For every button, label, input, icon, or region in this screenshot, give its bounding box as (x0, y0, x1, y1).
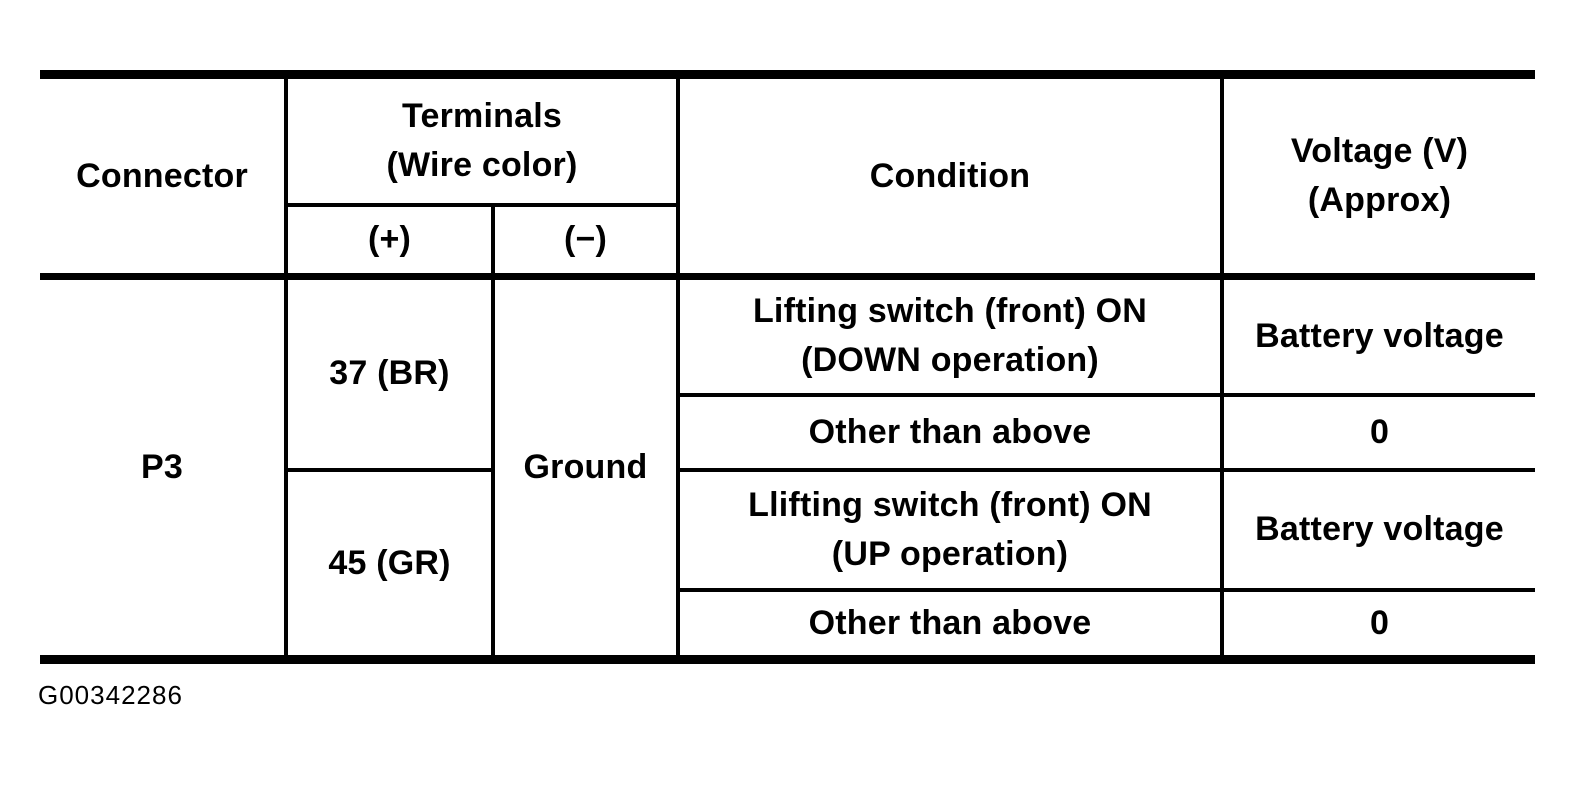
cell-voltage-4: 0 (1220, 587, 1535, 664)
header-row-1: Connector Terminals (Wire color) Conditi… (40, 70, 1535, 280)
table-row: 45 (GR) Llifting switch (front) ON (UP o… (40, 467, 1535, 664)
cell-voltage-3: Battery voltage (1220, 467, 1535, 592)
cell-condition-1: Lifting switch (front) ON (DOWN operatio… (676, 274, 1224, 397)
cell-terminal-plus-45: 45 (GR) (284, 467, 495, 664)
cell-voltage-2: 0 (1220, 392, 1535, 472)
table-row: Other than above 0 (40, 392, 1535, 472)
header-voltage: Voltage (V) (Approx) (1220, 70, 1535, 280)
header-terminals: Terminals (Wire color) (284, 70, 680, 207)
cell-condition-2: Other than above (676, 392, 1224, 472)
cell-voltage-1: Battery voltage (1220, 274, 1535, 397)
header-terminal-minus: (−) (491, 202, 680, 280)
header-terminal-plus: (+) (284, 202, 495, 280)
table-row: P3 37 (BR) Ground Lifting switch (front)… (40, 274, 1535, 664)
header-condition: Condition (676, 70, 1224, 280)
cell-condition-3: Llifting switch (front) ON (UP operation… (676, 467, 1224, 592)
voltage-spec-table: Connector Terminals (Wire color) Conditi… (40, 70, 1535, 664)
header-connector: Connector (40, 70, 288, 280)
figure-number: G00342286 (38, 680, 183, 710)
cell-terminal-plus-37: 37 (BR) (284, 274, 495, 472)
cell-connector: P3 (40, 274, 288, 664)
cell-terminal-minus-ground: Ground (491, 274, 680, 664)
cell-condition-4: Other than above (676, 587, 1224, 664)
header-row-2: (+) (−) (40, 202, 1535, 280)
table-row: Other than above 0 (40, 587, 1535, 664)
